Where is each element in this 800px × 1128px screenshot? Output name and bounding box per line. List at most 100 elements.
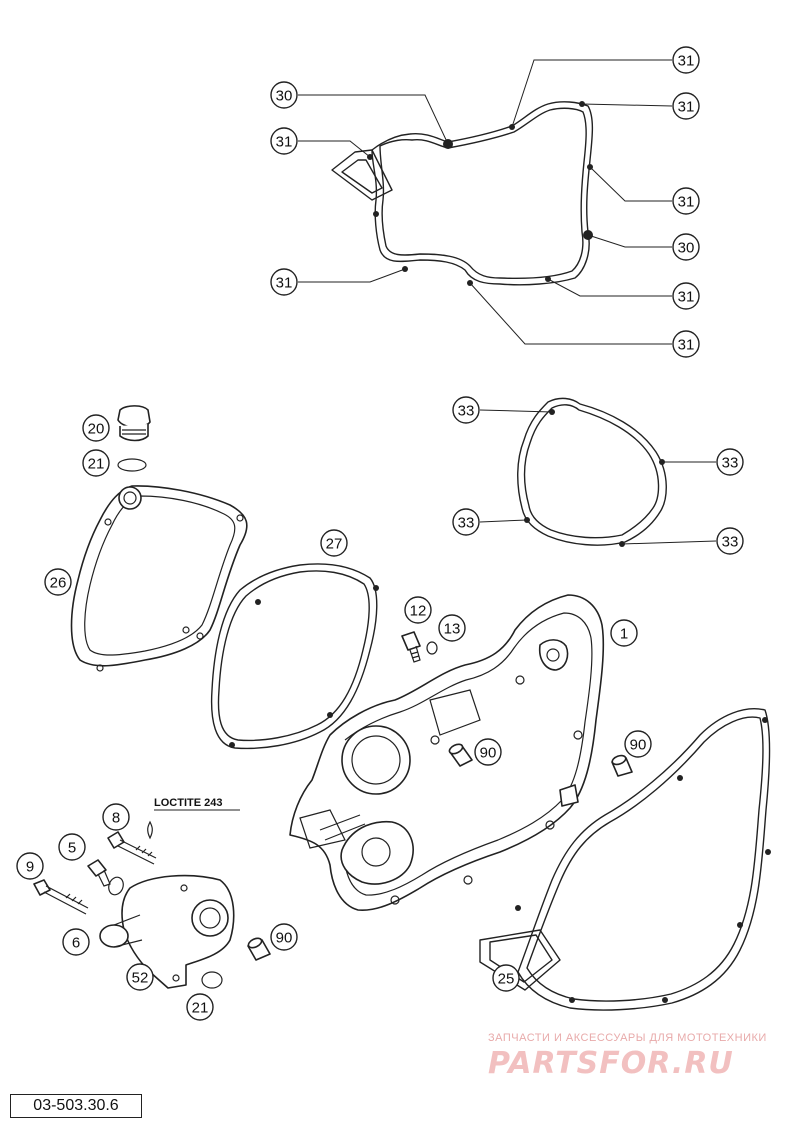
inner-clutch-cover xyxy=(289,594,605,911)
dowel-sleeve-b xyxy=(611,754,633,777)
callout-26: 26 xyxy=(44,568,72,596)
callout-number: 33 xyxy=(722,534,739,551)
oil-filler-plug xyxy=(117,405,151,442)
callout-number: 31 xyxy=(678,194,695,211)
drain-screw xyxy=(401,631,421,663)
callout-number: 52 xyxy=(132,970,149,987)
callout-number: 20 xyxy=(88,421,105,438)
callout-30: 30 xyxy=(672,233,700,261)
callout-circle xyxy=(404,596,432,624)
callout-circle xyxy=(438,614,466,642)
callout-circle xyxy=(716,448,744,476)
callout-circle xyxy=(672,92,700,120)
callout-circle xyxy=(452,396,480,424)
callout-number: 8 xyxy=(112,810,120,827)
loctite-drop-icon xyxy=(147,820,153,840)
dowel-sleeve-c xyxy=(247,937,271,961)
callout-30: 30 xyxy=(270,81,298,109)
inner-cover-gasket xyxy=(479,708,771,1011)
callout-31: 31 xyxy=(672,92,700,120)
callout-circle xyxy=(44,568,72,596)
callout-20: 20 xyxy=(82,414,110,442)
callout-circle xyxy=(270,268,298,296)
callout-circle xyxy=(672,330,700,358)
callout-circle xyxy=(270,923,298,951)
callout-number: 90 xyxy=(480,745,497,762)
dowel-sleeve-a xyxy=(448,743,473,767)
callout-5: 5 xyxy=(58,833,86,861)
callout-number: 5 xyxy=(68,840,76,857)
bolt-longer xyxy=(33,879,89,915)
callout-6: 6 xyxy=(62,928,90,956)
callout-9: 9 xyxy=(16,852,44,880)
callout-circle xyxy=(102,803,130,831)
callout-number: 27 xyxy=(326,536,343,553)
callout-circle xyxy=(126,963,154,991)
callout-number: 6 xyxy=(72,935,80,952)
callout-number: 9 xyxy=(26,859,34,876)
callout-number: 30 xyxy=(678,240,695,257)
callout-31: 31 xyxy=(672,187,700,215)
callout-33: 33 xyxy=(452,396,480,424)
callout-52: 52 xyxy=(126,963,154,991)
callout-circle xyxy=(624,730,652,758)
callout-number: 33 xyxy=(722,455,739,472)
callout-number: 1 xyxy=(620,626,628,643)
callout-21: 21 xyxy=(82,449,110,477)
clutch-cover-gasket-top xyxy=(331,101,594,286)
callout-number: 90 xyxy=(630,737,647,754)
callout-number: 90 xyxy=(276,930,293,947)
callout-number: 21 xyxy=(88,456,105,473)
callout-circle xyxy=(320,529,348,557)
callout-90: 90 xyxy=(474,738,502,766)
callout-27: 27 xyxy=(320,529,348,557)
outer-clutch-cover xyxy=(70,485,248,672)
callout-number: 33 xyxy=(458,403,475,420)
callout-90: 90 xyxy=(624,730,652,758)
callout-circle xyxy=(672,233,700,261)
callout-33: 33 xyxy=(452,508,480,536)
callout-circle xyxy=(610,619,638,647)
callout-number: 33 xyxy=(458,515,475,532)
callout-circle xyxy=(270,127,298,155)
watermark-tagline: ЗАПЧАСТИ И АКСЕССУАРЫ ДЛЯ МОТОТЕХНИКИ xyxy=(488,1032,767,1044)
callout-circle xyxy=(82,414,110,442)
callout-12: 12 xyxy=(404,596,432,624)
callout-31: 31 xyxy=(672,46,700,74)
callout-circle xyxy=(270,81,298,109)
callout-circle xyxy=(672,46,700,74)
callout-circle xyxy=(186,993,214,1021)
callout-circle xyxy=(716,527,744,555)
callout-number: 31 xyxy=(678,289,695,306)
o-ring-upper xyxy=(117,458,147,472)
callout-number: 25 xyxy=(498,971,515,988)
callout-circle xyxy=(82,449,110,477)
bolt-long xyxy=(107,831,157,865)
callout-number: 31 xyxy=(276,275,293,292)
sealing-washer xyxy=(426,641,438,655)
callout-31: 31 xyxy=(672,282,700,310)
callout-circle xyxy=(672,187,700,215)
callout-number: 12 xyxy=(410,603,427,620)
callout-circle xyxy=(672,282,700,310)
outer-cover-gasket xyxy=(210,563,379,750)
callout-circle xyxy=(16,852,44,880)
ignition-cover-gasket xyxy=(517,397,667,547)
callout-circle xyxy=(474,738,502,766)
callout-13: 13 xyxy=(438,614,466,642)
callout-8: 8 xyxy=(102,803,130,831)
callout-25: 25 xyxy=(492,964,520,992)
callout-number: 31 xyxy=(678,53,695,70)
banjo-screw xyxy=(87,859,111,887)
callout-circle xyxy=(58,833,86,861)
callout-33: 33 xyxy=(716,527,744,555)
callout-number: 31 xyxy=(276,134,293,151)
o-ring-lower xyxy=(201,971,223,989)
callout-90: 90 xyxy=(270,923,298,951)
watermark-logo: PARTSFOR.RU xyxy=(488,1046,734,1081)
callout-21: 21 xyxy=(186,993,214,1021)
callout-number: 21 xyxy=(192,1000,209,1017)
callout-31: 31 xyxy=(270,127,298,155)
